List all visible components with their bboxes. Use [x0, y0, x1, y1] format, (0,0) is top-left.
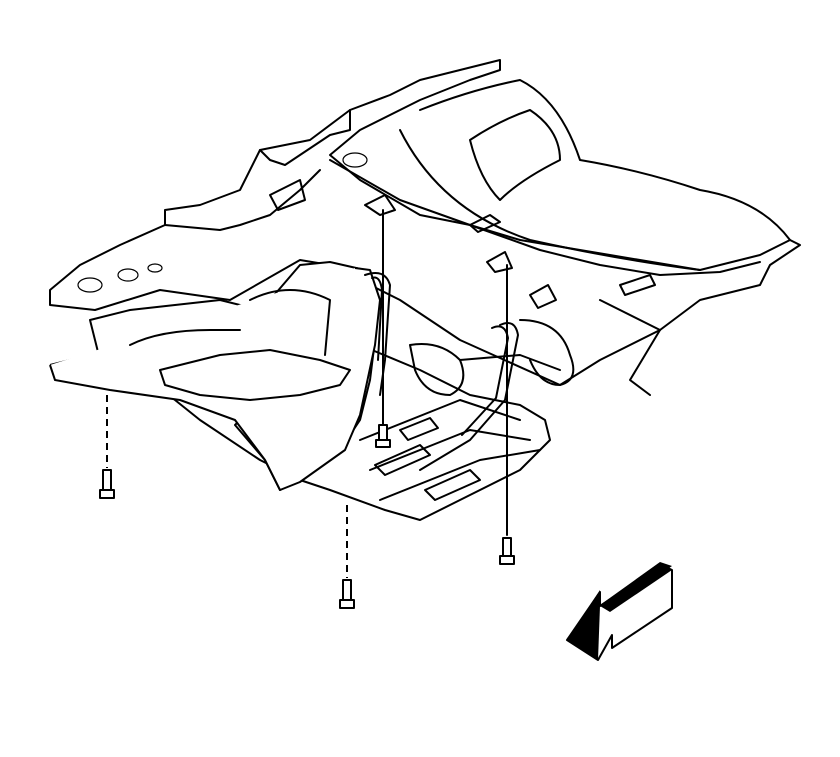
floor-pan	[49, 59, 801, 396]
bolt-icon	[375, 424, 391, 448]
heat-shield	[49, 261, 381, 491]
bolt-icon	[499, 537, 515, 565]
front-direction-arrow-icon	[566, 562, 673, 661]
bolt-icon	[339, 579, 355, 609]
bolt-icon	[99, 469, 115, 499]
